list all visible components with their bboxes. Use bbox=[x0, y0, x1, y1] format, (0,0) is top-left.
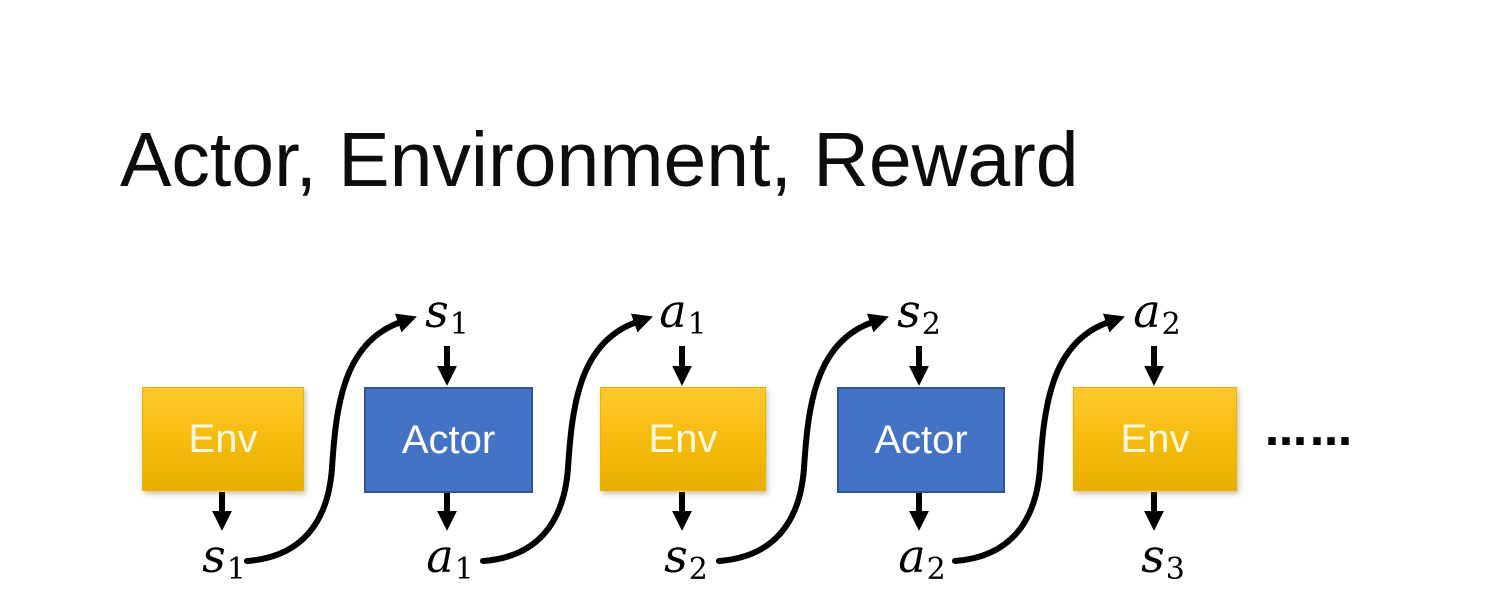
bottom-label-a1-base: a bbox=[426, 529, 454, 583]
top-label-s2-base: s bbox=[897, 284, 921, 338]
bottom-label-s2-sub: 2 bbox=[688, 552, 708, 588]
curved-arrow-s2 bbox=[716, 313, 889, 564]
bottom-label-a2: a2 bbox=[898, 533, 946, 585]
top-label-s2-sub: 2 bbox=[921, 307, 941, 343]
bottom-label-s1-base: s bbox=[202, 529, 226, 583]
top-label-s1: s1 bbox=[425, 288, 469, 340]
env-box-2: Env bbox=[600, 387, 766, 491]
top-label-a2-base: a bbox=[1133, 284, 1161, 338]
bottom-label-a2-sub: 2 bbox=[926, 552, 946, 588]
bottom-label-s3-sub: 3 bbox=[1165, 552, 1185, 588]
bottom-label-a1: a1 bbox=[426, 533, 474, 585]
top-label-a1-base: a bbox=[659, 284, 687, 338]
curved-arrow-s1 bbox=[244, 313, 417, 564]
bottom-label-s2-base: s bbox=[664, 529, 688, 583]
actor-box-2: Actor bbox=[837, 387, 1005, 493]
bottom-label-s3: s3 bbox=[1141, 533, 1185, 585]
bottom-label-a2-base: a bbox=[898, 529, 926, 583]
top-label-a1-sub: 1 bbox=[687, 307, 707, 343]
top-label-s2: s2 bbox=[897, 288, 941, 340]
curved-arrow-a2 bbox=[952, 313, 1125, 564]
slide-title: Actor, Environment, Reward bbox=[120, 117, 1079, 203]
actor-box-1: Actor bbox=[364, 387, 533, 493]
bottom-label-a1-sub: 1 bbox=[454, 552, 474, 588]
top-label-a2-sub: 2 bbox=[1161, 307, 1181, 343]
top-label-a1: a1 bbox=[659, 288, 707, 340]
bottom-label-s3-base: s bbox=[1141, 529, 1165, 583]
env-box-3: Env bbox=[1073, 387, 1237, 491]
curved-arrow-a1 bbox=[480, 313, 653, 564]
top-label-s1-base: s bbox=[425, 284, 449, 338]
bottom-label-s1: s1 bbox=[202, 533, 246, 585]
bottom-label-s1-sub: 1 bbox=[226, 552, 246, 588]
top-label-a2: a2 bbox=[1133, 288, 1181, 340]
continuation-dots: …… bbox=[1265, 406, 1355, 455]
top-label-s1-sub: 1 bbox=[449, 307, 469, 343]
bottom-label-s2: s2 bbox=[664, 533, 708, 585]
env-box-1: Env bbox=[142, 387, 304, 491]
